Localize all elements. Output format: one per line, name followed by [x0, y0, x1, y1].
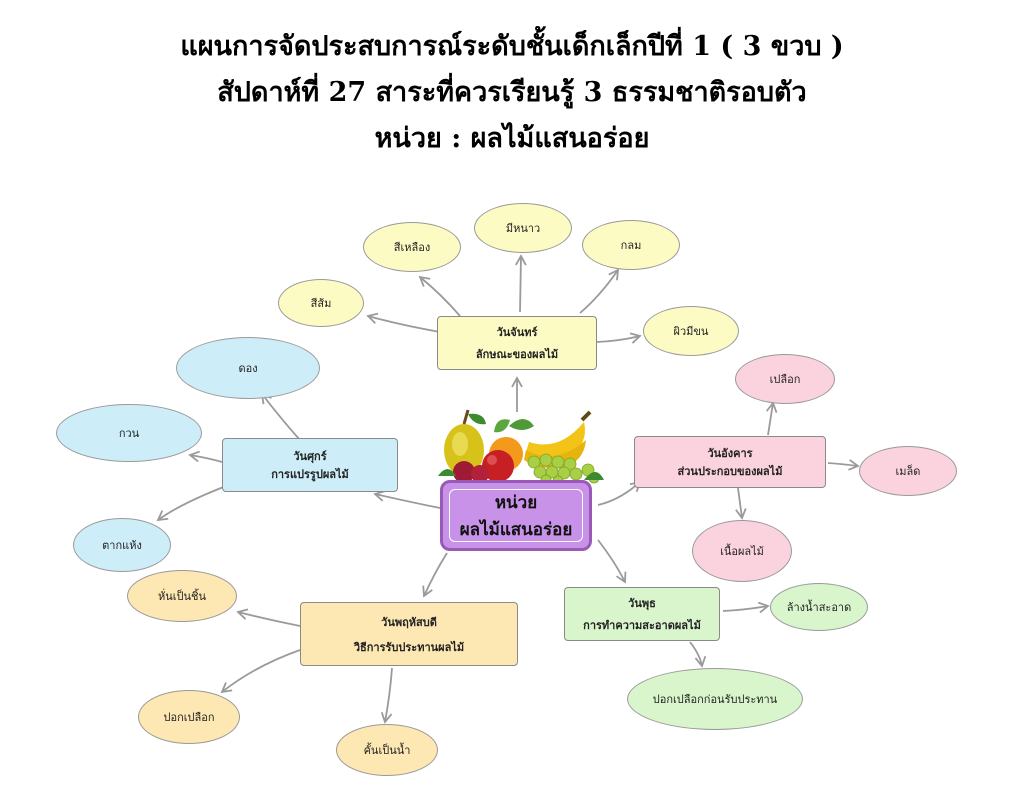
friday-box: วันศุกร์ การแปรรูปผลไม้ — [222, 438, 398, 492]
leaf-tuesday-flesh: เนื้อผลไม้ — [692, 520, 792, 582]
leaf-monday-hairy: มีหนาว — [474, 203, 572, 253]
monday-day: วันจันทร์ — [496, 326, 538, 339]
leaf-friday-dry: ตากแห้ง — [73, 518, 171, 572]
tuesday-box: วันอังคาร ส่วนประกอบของผลไม้ — [634, 436, 826, 488]
arrow-monday-yellow — [418, 275, 461, 317]
leaf-thursday-peel: ปอกเปลือก — [138, 690, 240, 744]
thursday-day: วันพฤหัสบดี — [381, 615, 437, 629]
title-line-1: แผนการจัดประสบการณ์ระดับชั้นเด็กเล็กปีที… — [180, 31, 844, 62]
arrow-friday-jam — [188, 450, 223, 463]
arrow-wednesday-wash — [722, 601, 770, 614]
wednesday-topic: การทำความสะอาดผลไม้ — [583, 619, 701, 632]
leaf-tuesday-peel: เปลือก — [735, 354, 835, 404]
leaf-monday-skin: ผิวมีขน — [643, 306, 739, 356]
leaf-monday-round: กลม — [582, 220, 680, 270]
monday-box: วันจันทร์ ลักษณะของผลไม้ — [437, 316, 597, 370]
arrow-thursday-slice — [236, 608, 301, 627]
arrow-monday-hairy — [515, 254, 527, 313]
center-line-1: หน่วย — [494, 492, 538, 513]
arrow-friday-dry — [156, 485, 227, 522]
wednesday-box: วันพุธ การทำความสะอาดผลไม้ — [564, 587, 720, 641]
friday-topic: การแปรรูปผลไม้ — [271, 468, 349, 481]
tuesday-topic: ส่วนประกอบของผลไม้ — [677, 465, 783, 478]
arrow-thursday-peel — [220, 649, 301, 694]
arrow-center-thursday — [422, 552, 448, 598]
leaf-friday-jam: กวน — [56, 404, 202, 462]
monday-topic: ลักษณะของผลไม้ — [475, 348, 559, 361]
arrow-thursday-juice — [380, 667, 393, 724]
center-line-2: ผลไม้แสนอร่อย — [459, 519, 573, 540]
arrow-monday-skin — [596, 332, 642, 344]
leaf-thursday-juice: คั้นเป็นน้ำ — [336, 724, 438, 776]
fruit-basket-illustration — [438, 409, 604, 484]
title-line-2: สัปดาห์ที่ 27 สาระที่ควรเรียนรู้ 3 ธรรมช… — [217, 77, 807, 108]
leaf-wednesday-wash: ล้างน้ำสะอาด — [770, 583, 868, 631]
wednesday-day: วันพุธ — [628, 597, 656, 610]
leaf-monday-orange: สีส้ม — [278, 279, 364, 327]
leaf-thursday-slice: หั่นเป็นชิ้น — [127, 570, 237, 622]
tuesday-day: วันอังคาร — [707, 447, 753, 460]
center-node: หน่วย ผลไม้แสนอร่อย — [440, 480, 592, 551]
arrow-tuesday-flesh — [735, 487, 747, 520]
title-line-3: หน่วย : ผลไม้แสนอร่อย — [374, 123, 650, 154]
arrow-center-friday — [373, 490, 441, 509]
arrow-monday-round — [579, 268, 620, 314]
arrow-wednesday-peel — [689, 641, 707, 668]
leaf-wednesday-peel: ปอกเปลือกก่อนรับประทาน — [627, 668, 803, 730]
thursday-topic: วิธีการรับประทานผลไม้ — [353, 640, 465, 654]
arrow-tuesday-seed — [827, 459, 860, 471]
arrow-monday-orange — [366, 312, 441, 333]
leaf-tuesday-seed: เมล็ด — [859, 446, 957, 496]
arrow-friday-pickle — [260, 392, 301, 441]
leaf-friday-pickle: ดอง — [176, 337, 320, 399]
friday-day: วันศุกร์ — [293, 450, 327, 463]
arrow-tuesday-peel — [765, 401, 778, 436]
thursday-box: วันพฤหัสบดี วิธีการรับประทานผลไม้ — [300, 602, 518, 666]
arrow-center-wednesday — [597, 539, 627, 584]
leaf-monday-yellow: สีเหลือง — [363, 222, 461, 272]
